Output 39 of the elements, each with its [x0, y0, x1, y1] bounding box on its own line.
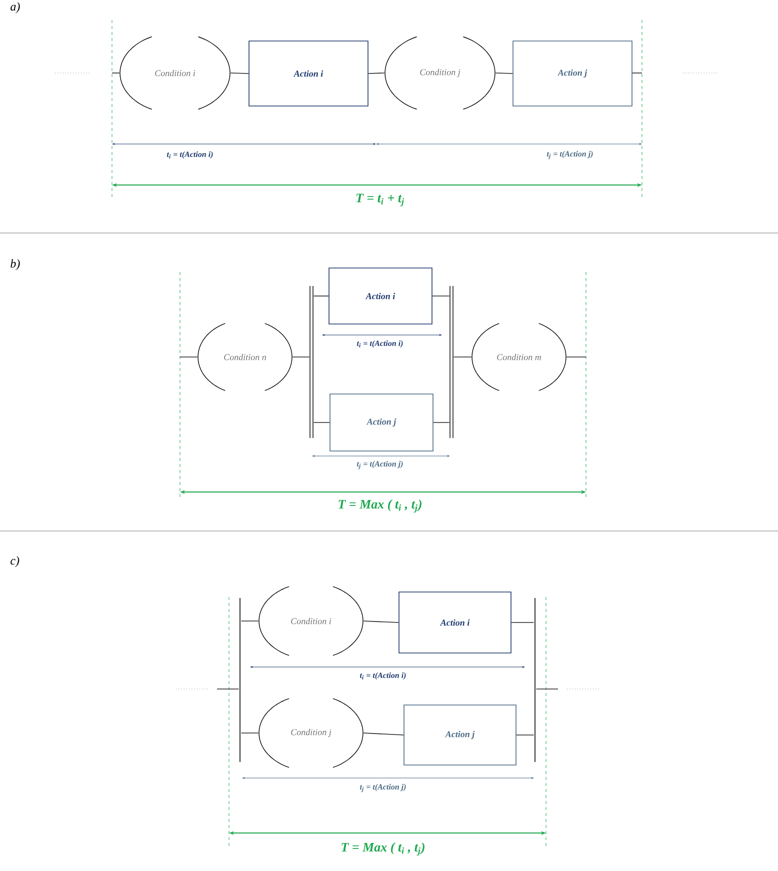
total-time-label: T = Max ( t$_{i}$ , t$_{j}$): [342, 842, 424, 856]
connector-line: [363, 620, 399, 623]
connector-line: [632, 72, 642, 74]
connector-line: [112, 72, 120, 74]
dimension-label: t$_{i}$ = t(Action i): [166, 151, 213, 159]
connector-line: [313, 422, 330, 423]
action-box: Action i: [248, 40, 368, 106]
connector-line: [240, 620, 259, 622]
connector-line: [230, 72, 249, 74]
connector-line: [240, 732, 259, 734]
action-box: Action j: [330, 394, 434, 452]
dimension-label: t$_{i}$ = t(Action i): [360, 672, 406, 680]
panel-label: c): [10, 556, 20, 568]
dimension-label: t$_{j}$ = t(Action j): [360, 784, 406, 792]
connector-line: [363, 732, 404, 736]
connector-line: [368, 72, 385, 74]
connector-line: [511, 622, 534, 623]
connector-line: [453, 356, 472, 358]
dimension-label: t$_{j}$ = t(Action j): [356, 460, 403, 470]
sync-bar: [450, 286, 454, 438]
total-time-label: T = t$_{i}$ + t$_{j}$: [356, 194, 404, 206]
action-box: Action j: [404, 704, 516, 766]
connector-line: [566, 356, 586, 358]
dimension-label: t$_{j}$ = t(Action j): [546, 150, 593, 160]
connector-line: [433, 422, 450, 423]
panel-label: b): [10, 259, 20, 270]
action-box: Action i: [398, 592, 512, 654]
action-box: Action j: [512, 40, 632, 106]
total-time-label: T = Max ( t$_{i}$ , t$_{j}$): [338, 499, 422, 513]
connector-line: [495, 72, 513, 74]
action-box: Action i: [328, 268, 432, 324]
connector-line: [516, 734, 534, 736]
connector-line: [216, 688, 240, 690]
panel-label: a): [10, 2, 20, 14]
connector-line: [180, 356, 198, 358]
connector-line: [536, 688, 558, 690]
dimension-label: t$_{i}$ = t(Action i): [356, 340, 403, 348]
sync-bar: [310, 286, 314, 438]
connector-line: [292, 356, 310, 358]
